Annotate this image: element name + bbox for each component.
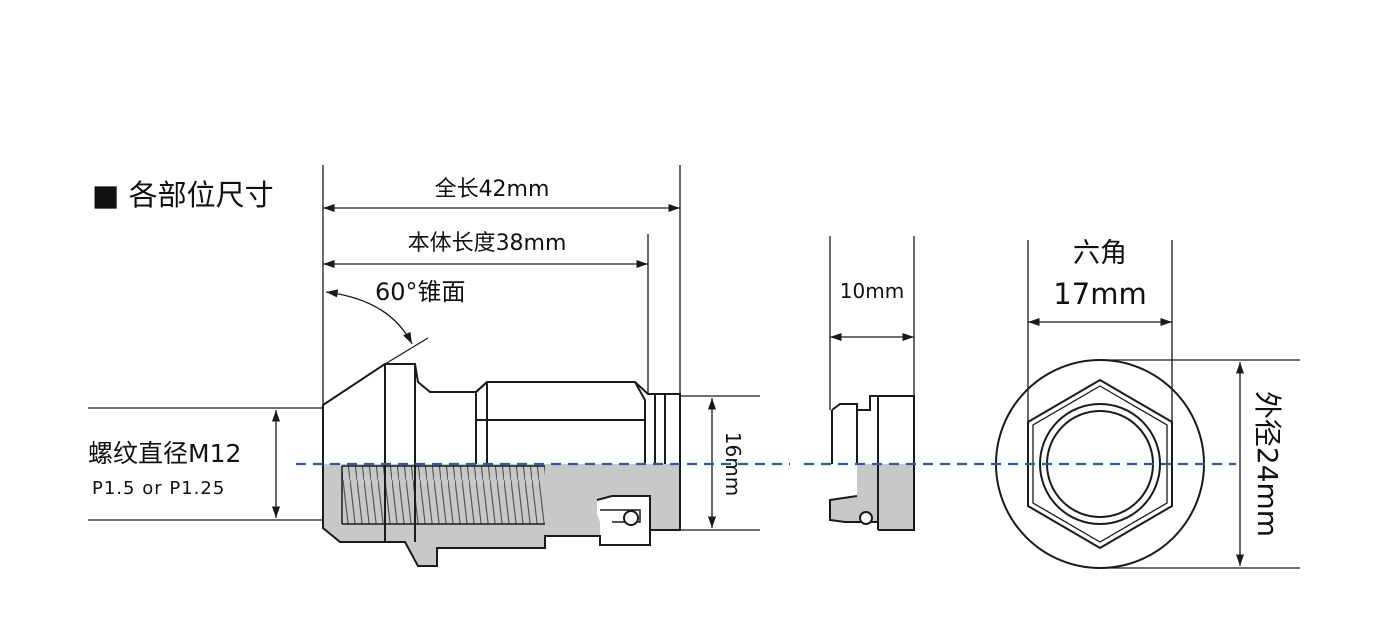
dim-total-length [322,165,681,405]
bore-outer-circle [1039,403,1161,525]
hex-inner-outline [1032,385,1168,543]
cone-angle-label: 60°锥面 [375,278,466,306]
body-length-label: 本体长度38mm [408,231,567,256]
cap-retaining-ring [859,511,873,525]
dim-hex-size [1027,240,1173,422]
side-view [322,363,681,567]
hex-size-label: 17mm [1053,277,1146,311]
dim-cone-angle [325,289,429,365]
cap-width-label: 10mm [840,279,904,303]
outer-diameter-label: 外径24mm [1251,391,1284,537]
cap-view [829,395,915,531]
dim-cap-width [829,236,915,410]
cap-view-section [830,464,914,530]
total-length-label: 全长42mm [435,177,550,202]
retaining-ring [623,510,639,526]
thread-pitch-label: P1.5 or P1.25 [92,478,225,499]
section-title: ■ 各部位尺寸 [92,178,274,212]
dim-outer-diameter [1100,359,1300,569]
dim-body-length [323,234,649,394]
dim-thread-diameter [88,407,323,521]
hex-title-label: 六角 [1073,238,1127,269]
thread-hatching [342,466,545,524]
side-view-outline [322,363,681,567]
thread-diameter-label: 螺纹直径M12 [88,439,241,468]
